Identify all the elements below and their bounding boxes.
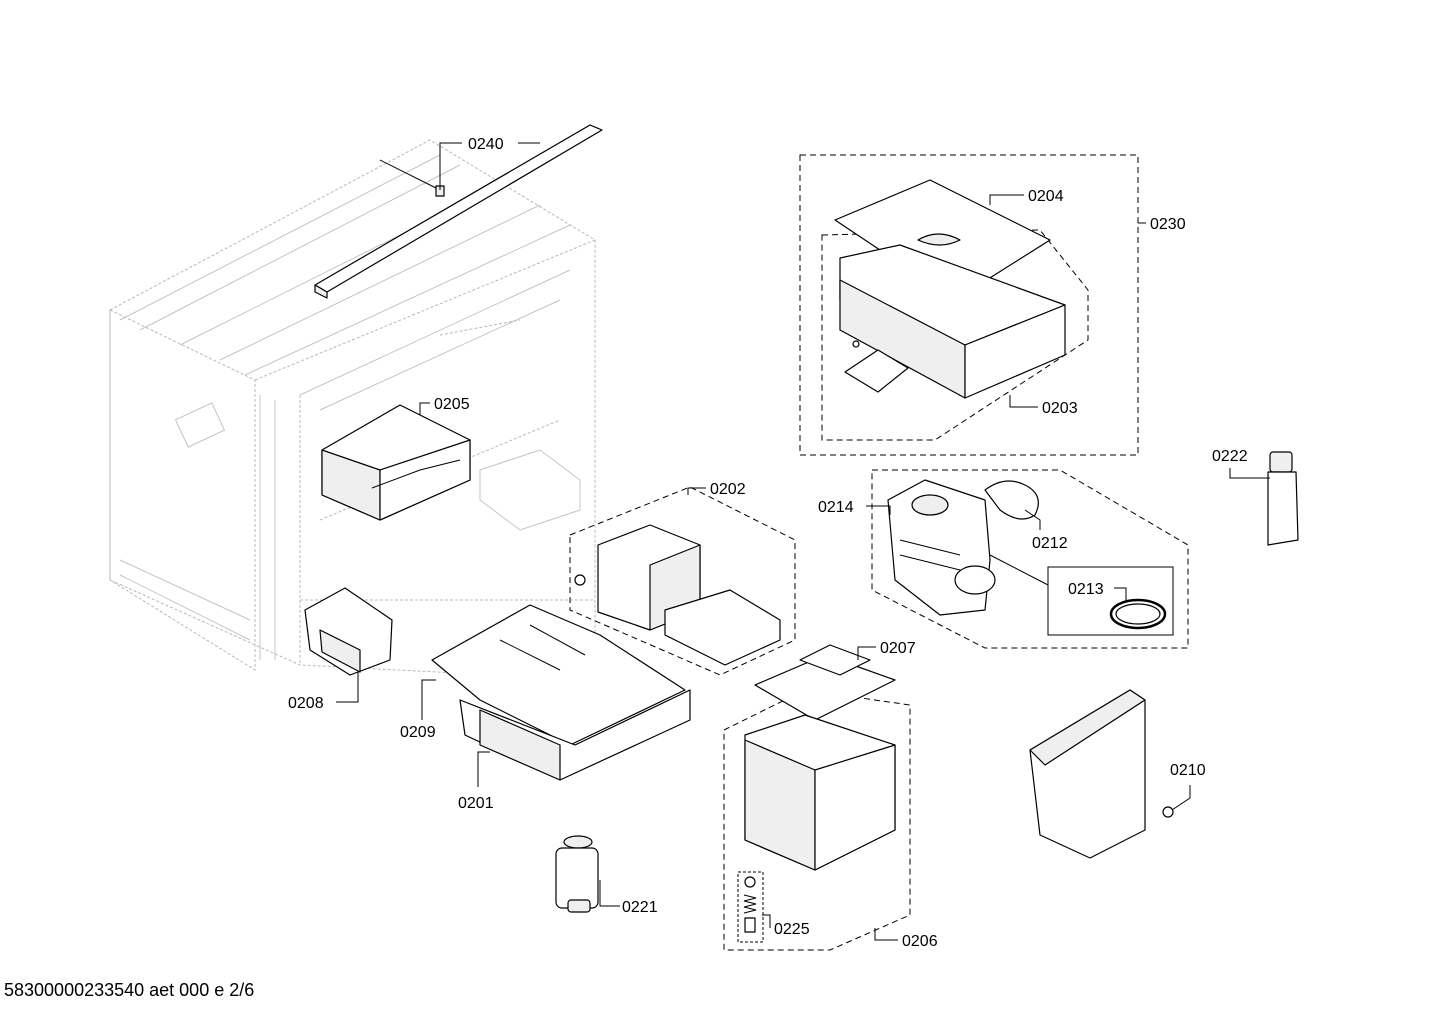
water-tank-part — [839, 244, 1066, 399]
funnel-part — [574, 524, 781, 666]
cover-part — [754, 644, 896, 721]
seal-detail-box — [1047, 566, 1174, 636]
label-0221: 0221 — [622, 899, 658, 916]
brewing-unit-part — [887, 479, 996, 616]
label-0214: 0214 — [818, 499, 854, 516]
lid-part — [834, 179, 1051, 301]
cap-part — [984, 480, 1039, 520]
document-code: 58300000233540 aet 000 e 2/6 — [4, 980, 255, 1000]
label-0205: 0205 — [434, 396, 470, 413]
box-part — [321, 404, 471, 521]
panel-part — [1029, 689, 1174, 859]
leader-lines — [336, 142, 1270, 941]
label-0201: 0201 — [458, 795, 494, 812]
filter-cartridge-part — [555, 835, 599, 913]
label-0206: 0206 — [902, 933, 938, 950]
label-0240: 0240 — [468, 136, 504, 153]
group-outline-0203 — [821, 229, 1089, 441]
spring-valve-part — [737, 871, 764, 943]
label-0208: 0208 — [288, 695, 324, 712]
group-outline-0230 — [799, 154, 1139, 456]
label-0210: 0210 — [1170, 762, 1206, 779]
label-0204: 0204 — [1028, 188, 1064, 205]
rail-part — [314, 124, 603, 299]
grease-tube-part — [1267, 451, 1299, 546]
group-outline-0202 — [569, 486, 796, 676]
label-0230: 0230 — [1150, 216, 1186, 233]
part-labels: 0240 0230 0204 0203 0205 0202 0214 0212 … — [288, 136, 1248, 950]
label-0203: 0203 — [1042, 400, 1078, 417]
label-0209: 0209 — [400, 724, 436, 741]
drip-tray-part — [431, 604, 691, 781]
label-0222: 0222 — [1212, 448, 1248, 465]
label-0202: 0202 — [710, 481, 746, 498]
label-0213: 0213 — [1068, 581, 1104, 598]
label-0225: 0225 — [774, 921, 810, 938]
label-0212: 0212 — [1032, 535, 1068, 552]
label-0207: 0207 — [880, 640, 916, 657]
container-part — [744, 714, 896, 871]
small-bracket-part — [304, 587, 393, 676]
